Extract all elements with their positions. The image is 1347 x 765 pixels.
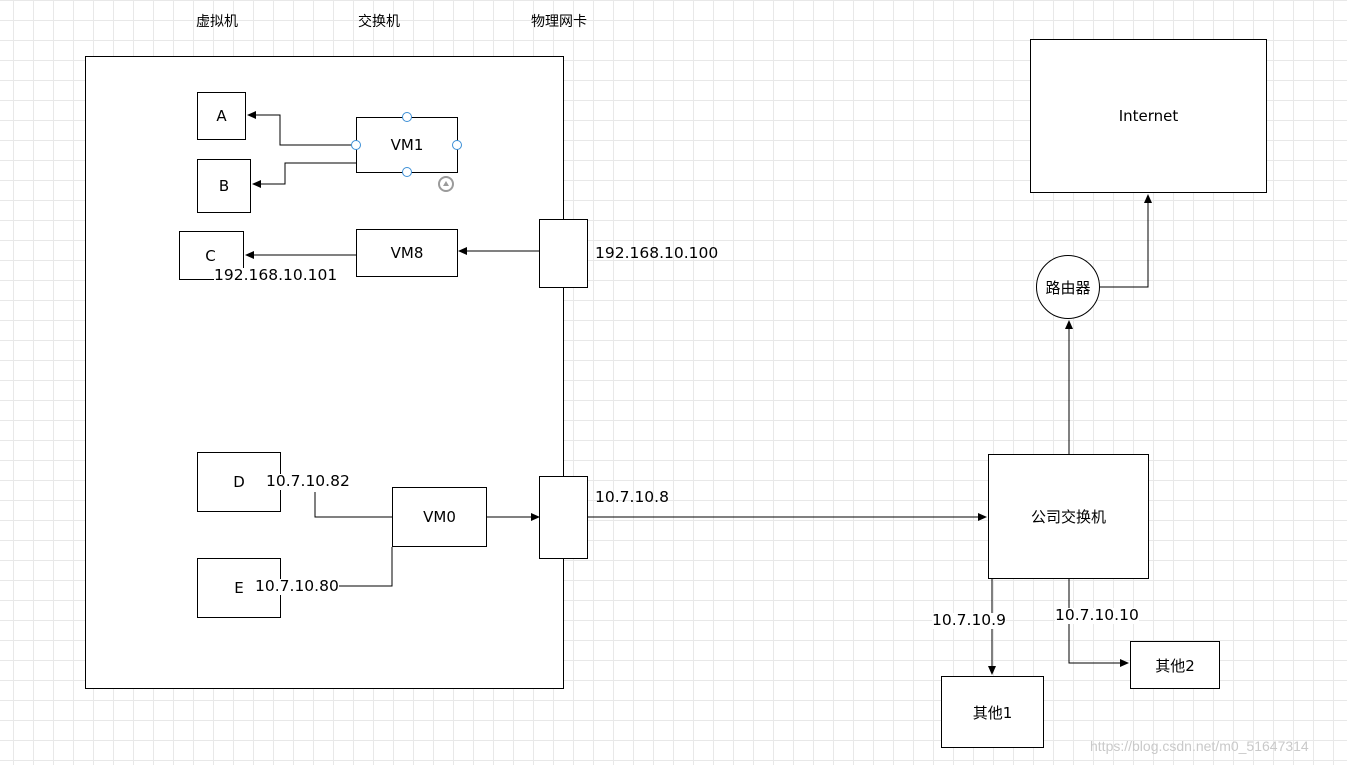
ip-label-other2: 10.7.10.10 <box>1055 606 1139 624</box>
wire-company-switch-to-other2[interactable] <box>1068 579 1129 667</box>
watermark-text: https://blog.csdn.net/m0_51647314 <box>1090 738 1309 754</box>
ip-label-other1: 10.7.10.9 <box>932 611 1006 629</box>
header-vm: 虚拟机 <box>196 14 238 30</box>
selection-handle-top[interactable] <box>402 112 412 122</box>
vm-node-a[interactable]: A <box>197 92 246 140</box>
wire-router-to-internet[interactable] <box>1100 194 1152 288</box>
wire-d-to-vm0[interactable] <box>314 492 392 518</box>
ip-label-e: 10.7.10.80 <box>255 577 339 595</box>
ip-label-nic-top: 192.168.10.100 <box>595 244 719 262</box>
vm-node-b[interactable]: B <box>197 159 251 213</box>
internet-node[interactable]: Internet <box>1030 39 1267 193</box>
wire-vm1-to-a[interactable] <box>247 111 356 146</box>
ip-label-d: 10.7.10.82 <box>266 472 350 490</box>
physical-nic-top[interactable] <box>539 219 588 288</box>
selection-handle-right[interactable] <box>452 140 462 150</box>
selection-handle-bottom[interactable] <box>402 167 412 177</box>
header-switch: 交换机 <box>358 14 400 30</box>
selection-handle-left[interactable] <box>351 140 361 150</box>
wire-e-to-vm0[interactable] <box>337 547 393 587</box>
physical-nic-bottom[interactable] <box>539 476 588 559</box>
ip-label-nic-bottom: 10.7.10.8 <box>595 488 669 506</box>
wire-vm1-to-b[interactable] <box>252 162 356 188</box>
header-physical-nic: 物理网卡 <box>531 14 587 30</box>
ip-label-c: 192.168.10.101 <box>214 266 338 284</box>
rotate-handle-icon[interactable] <box>438 176 454 192</box>
